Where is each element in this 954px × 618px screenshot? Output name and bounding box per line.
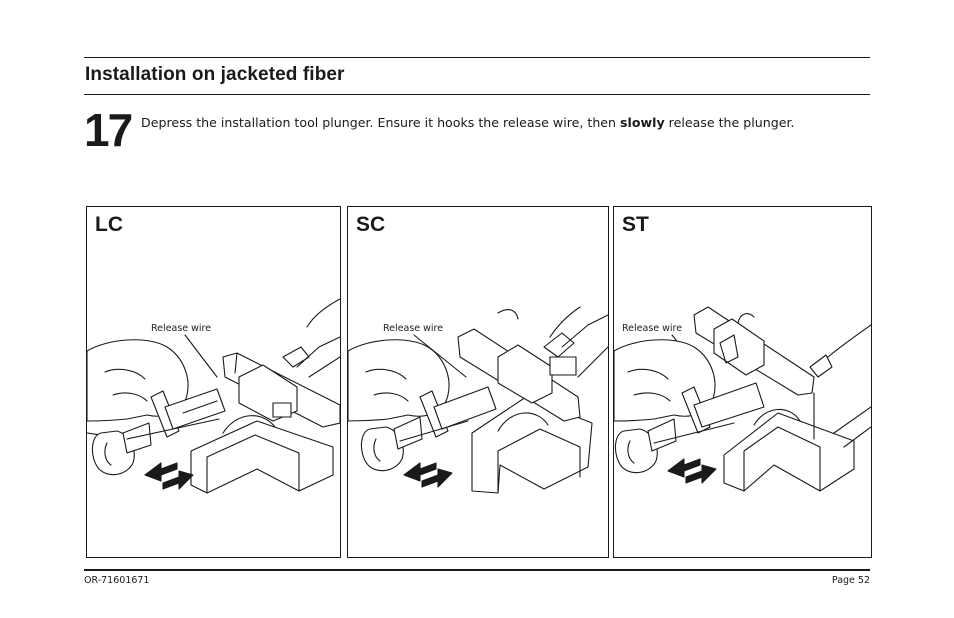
document-number: OR-71601671 xyxy=(84,575,150,586)
page-number: Page 52 xyxy=(831,575,870,586)
title-rule xyxy=(84,94,870,95)
panel-st: ST Release wire xyxy=(613,206,872,558)
step-text-part: Depress the installation tool plunger. E… xyxy=(141,115,621,130)
sc-installation-illustration xyxy=(348,306,608,494)
release-wire-callout: Release wire xyxy=(151,323,212,334)
st-installation-illustration xyxy=(614,306,871,492)
panel-label: SC xyxy=(356,213,386,236)
top-rule xyxy=(84,57,870,58)
release-wire-callout: Release wire xyxy=(622,323,683,334)
panel-lc: LC Release wire xyxy=(86,206,341,558)
step-text-part: release the plunger. xyxy=(664,115,795,130)
lc-installation-illustration xyxy=(87,298,340,494)
section-title: Installation on jacketed fiber xyxy=(85,64,345,85)
release-wire-callout: Release wire xyxy=(383,323,444,334)
panel-label: LC xyxy=(95,213,123,236)
step-instruction: Depress the installation tool plunger. E… xyxy=(141,115,795,130)
panel-label: ST xyxy=(622,213,649,236)
step-number: 17 xyxy=(84,104,133,156)
step-text-emphasis: slowly xyxy=(620,115,665,130)
footer-rule xyxy=(84,569,870,571)
panel-sc: SC Release wire xyxy=(347,206,609,558)
